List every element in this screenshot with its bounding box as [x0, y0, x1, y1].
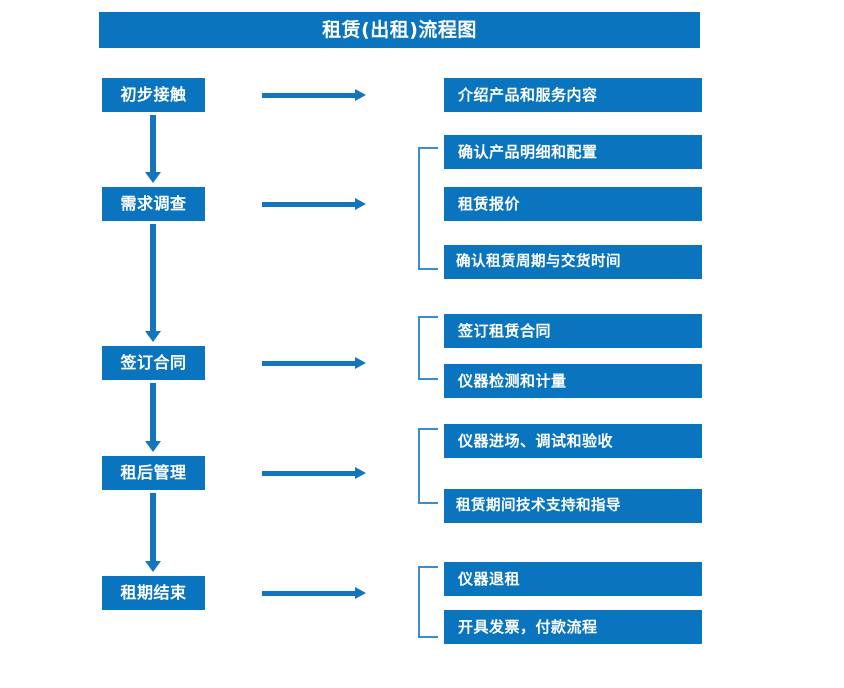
detail-box-qianding-zulin-hetong[interactable]: 签订租赁合同 [444, 314, 702, 348]
group-bracket-zuqi-jieshu [418, 566, 438, 638]
arrow-head-icon [355, 357, 366, 369]
horizontal-arrow-2 [262, 198, 366, 210]
detail-box-zulin-qijian-jishu-zhichi[interactable]: 租赁期间技术支持和指导 [444, 489, 702, 523]
stage-box-qianding-hetong[interactable]: 签订合同 [102, 346, 205, 380]
arrow-shaft [150, 383, 156, 441]
horizontal-arrow-3 [262, 357, 366, 369]
arrow-shaft [262, 202, 355, 207]
stage-box-chubu-jiechu[interactable]: 初步接触 [102, 78, 205, 112]
arrow-shaft [150, 493, 156, 561]
arrow-head-icon [355, 198, 366, 210]
detail-box-yiqi-jiance-jiliang[interactable]: 仪器检测和计量 [444, 364, 702, 398]
detail-box-yiqi-tuizu[interactable]: 仪器退租 [444, 562, 702, 596]
arrow-head-icon [355, 89, 366, 101]
vertical-arrow-1 [145, 115, 161, 185]
horizontal-arrow-5 [262, 587, 366, 599]
group-bracket-zuhou-guanli [418, 428, 438, 504]
detail-box-kaiju-fapiao[interactable]: 开具发票，付款流程 [444, 610, 702, 644]
arrow-shaft [262, 591, 355, 596]
arrow-head-icon [145, 441, 161, 452]
stage-box-xuqiu-diaocha[interactable]: 需求调查 [102, 187, 205, 221]
arrow-head-icon [355, 587, 366, 599]
arrow-head-icon [145, 331, 161, 342]
arrow-shaft [262, 93, 355, 98]
arrow-shaft [262, 361, 355, 366]
detail-box-jieshao-chanpin[interactable]: 介绍产品和服务内容 [444, 78, 702, 112]
arrow-head-icon [145, 561, 161, 572]
arrow-shaft [150, 115, 156, 172]
arrow-head-icon [145, 172, 161, 183]
stage-box-zuhou-guanli[interactable]: 租后管理 [102, 456, 205, 490]
detail-box-queren-zulin-zhouqi[interactable]: 确认租赁周期与交货时间 [444, 245, 702, 279]
horizontal-arrow-1 [262, 89, 366, 101]
arrow-head-icon [355, 467, 366, 479]
group-bracket-xuqiu-diaocha [418, 147, 438, 270]
horizontal-arrow-4 [262, 467, 366, 479]
diagram-title: 租赁(出租)流程图 [99, 12, 700, 48]
stage-box-zuqi-jieshu[interactable]: 租期结束 [102, 576, 205, 610]
vertical-arrow-2 [145, 224, 161, 344]
vertical-arrow-3 [145, 383, 161, 454]
group-bracket-qianding-hetong [418, 316, 438, 380]
arrow-shaft [150, 224, 156, 331]
vertical-arrow-4 [145, 493, 161, 574]
detail-box-yiqi-jinchang-tiaoshi[interactable]: 仪器进场、调试和验收 [444, 424, 702, 458]
arrow-shaft [262, 471, 355, 476]
detail-box-queren-chanpin-mingxi[interactable]: 确认产品明细和配置 [444, 135, 702, 169]
detail-box-zulin-baojia[interactable]: 租赁报价 [444, 187, 702, 221]
